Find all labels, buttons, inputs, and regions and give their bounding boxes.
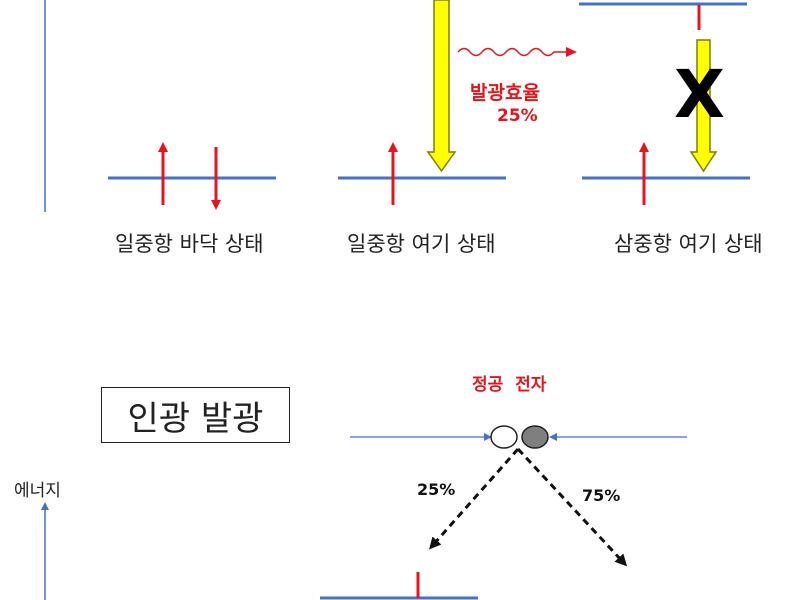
fluorescence-emission-arrow — [426, 0, 457, 173]
intersystem-crossing-wave — [457, 47, 568, 57]
phosphorescence-title-box: 인광 발광 — [101, 387, 290, 443]
carriers-label: 정공 전자 — [472, 375, 547, 395]
hole-circle — [490, 425, 518, 449]
singlet-branch-percent: 25% — [417, 480, 456, 499]
electron-circle — [521, 425, 549, 449]
efficiency-value: 25% — [497, 106, 538, 126]
ground-singlet-label: 일중항 바닥 상태 — [115, 232, 264, 256]
triplet-branch-arrow — [516, 447, 628, 567]
phosphorescence-emission-arrow — [689, 39, 718, 173]
phosphorescence-title: 인광 발광 — [127, 398, 264, 439]
triplet-branch-percent: 75% — [582, 486, 621, 505]
efficiency-label: 발광효율 — [470, 82, 540, 104]
energy-axis-label: 에너지 — [14, 481, 61, 501]
excited-singlet-label: 일중항 여기 상태 — [347, 232, 496, 256]
singlet-branch-arrow — [429, 448, 520, 550]
wave-arrow-head — [566, 47, 577, 57]
blocked-emission-mark: X — [674, 56, 725, 133]
excited-triplet-label: 삼중항 여기 상태 — [614, 232, 763, 256]
